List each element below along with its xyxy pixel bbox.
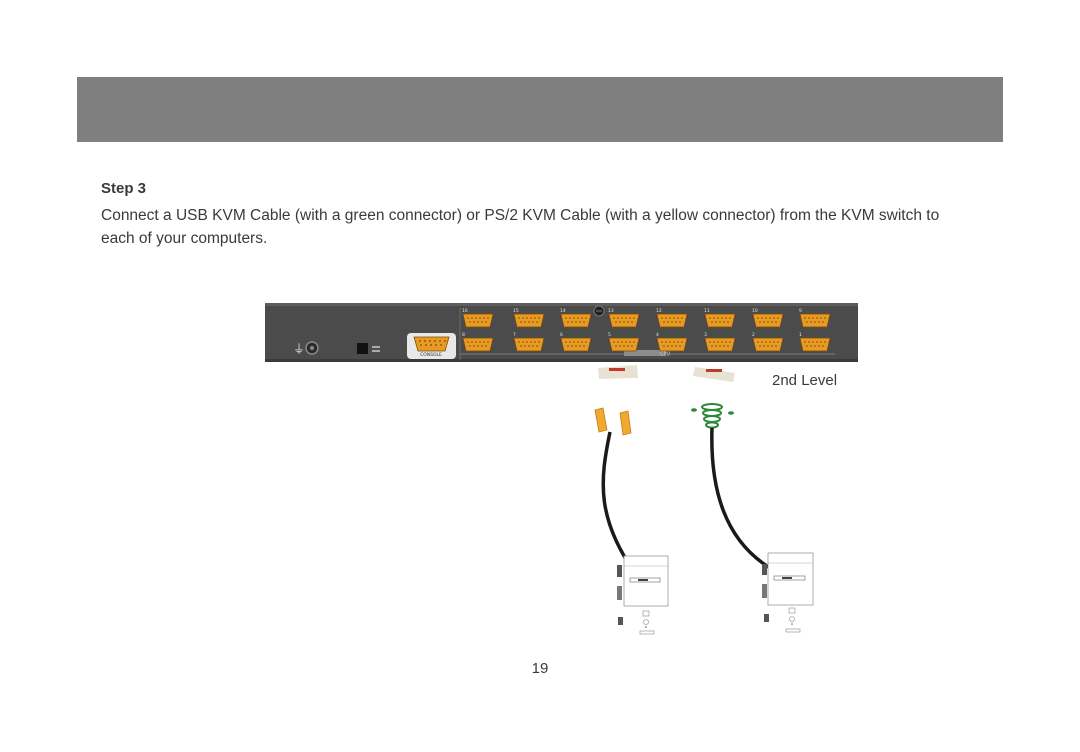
cpu-port-8: 8 <box>462 332 494 352</box>
cpu-label: CPU <box>660 352 671 358</box>
port-number-label: 13 <box>608 308 614 314</box>
cpu-port-9: 9 <box>799 308 831 328</box>
computer-1-icon <box>617 555 669 635</box>
port-number-label: 7 <box>513 332 516 338</box>
port-number-label: 11 <box>704 308 710 314</box>
kvm-switch-rear-panel: ⏚ CONSOLE CPU <box>265 303 858 362</box>
cpu-port-15: 15 <box>513 308 545 328</box>
cpu-port-7: 7 <box>513 332 545 352</box>
step-heading: Step 3 <box>101 180 147 197</box>
port-number-label: 12 <box>656 308 662 314</box>
cpu-port-10: 10 <box>752 308 784 328</box>
computer-2-icon <box>762 552 814 633</box>
cpu-port-12: 12 <box>656 308 688 328</box>
cpu-ports: 16 15 14 13 12 11 10 9 8 7 6 5 4 3 2 1 <box>462 308 831 352</box>
port-number-label: 16 <box>462 308 468 314</box>
header-bar <box>77 77 1003 142</box>
svg-text:⏚: ⏚ <box>293 342 305 356</box>
usb-connector-icon <box>691 403 734 429</box>
level-label: 2nd Level <box>772 372 838 389</box>
cable-label-ps2 <box>598 365 638 379</box>
port-number-label: 6 <box>560 332 563 338</box>
port-number-label: 4 <box>656 332 659 338</box>
ps2-connector-icon <box>594 407 632 436</box>
console-port: CONSOLE <box>407 333 456 359</box>
port-number-label: 3 <box>704 332 707 338</box>
cable-label-usb <box>693 367 735 382</box>
port-number-label: 9 <box>799 308 802 314</box>
port-number-label: 1 <box>799 332 802 338</box>
cpu-port-4: 4 <box>656 332 688 352</box>
cpu-port-5: 5 <box>608 332 640 352</box>
cpu-port-14: 14 <box>560 308 592 328</box>
step-instructions: Connect a USB KVM Cable (with a green co… <box>101 207 940 247</box>
port-number-label: 5 <box>608 332 611 338</box>
cpu-port-3: 3 <box>704 332 736 352</box>
port-number-label: 14 <box>560 308 566 314</box>
port-number-label: 15 <box>513 308 519 314</box>
cpu-port-1: 1 <box>799 332 831 352</box>
cpu-port-11: 11 <box>704 308 736 328</box>
port-number-label: 2 <box>752 332 755 338</box>
port-number-label: 8 <box>462 332 465 338</box>
power-icon: ⏚ <box>293 341 319 356</box>
usb-cable <box>710 427 771 570</box>
cpu-port-6: 6 <box>560 332 592 352</box>
power-switch <box>357 343 380 354</box>
page-number: 19 <box>531 660 549 677</box>
cpu-port-2: 2 <box>752 332 784 352</box>
cpu-port-16: 16 <box>462 308 494 328</box>
cpu-port-13: 13 <box>608 308 640 328</box>
console-label: CONSOLE <box>420 352 442 358</box>
port-number-label: 10 <box>752 308 758 314</box>
